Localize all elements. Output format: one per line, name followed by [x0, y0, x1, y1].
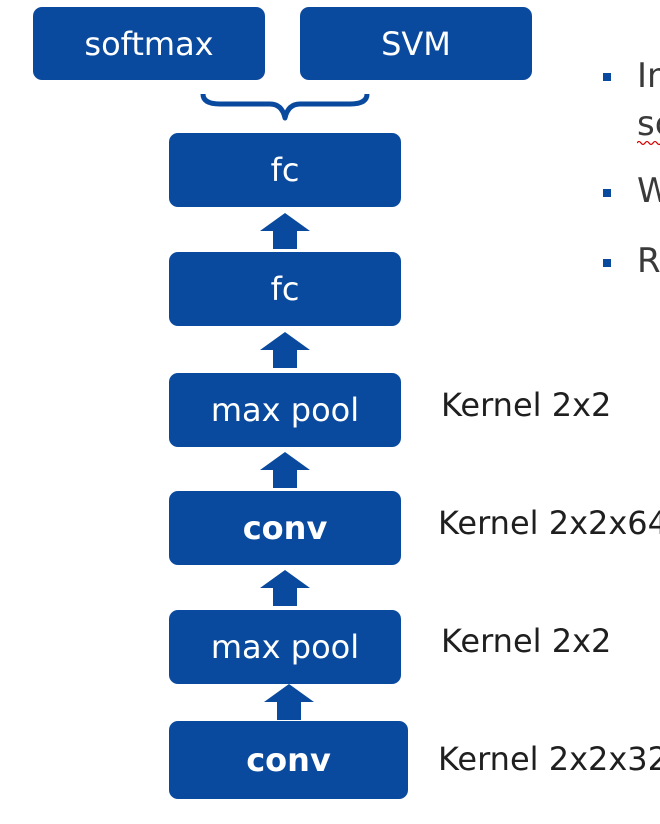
conv-layer-box: conv [169, 721, 408, 799]
kernel-label: Kernel 2x2x32 [438, 740, 660, 778]
softmax-box: softmax [33, 7, 265, 80]
curly-brace-icon [200, 93, 370, 121]
conv-layer-box: conv [169, 491, 401, 565]
spellcheck-underline-icon [637, 140, 660, 146]
layer-label: max pool [210, 391, 360, 429]
svm-label: SVM [381, 24, 451, 63]
kernel-label: Kernel 2x2x64 [438, 504, 660, 542]
layer-label: fc [270, 270, 300, 308]
max-pool-layer-box: max pool [169, 610, 401, 684]
up-arrow-icon [260, 332, 310, 368]
max-pool-layer-box: max pool [169, 373, 401, 447]
up-arrow-icon [264, 684, 314, 720]
layer-label: conv [246, 741, 331, 779]
bullet-text: W [637, 171, 660, 211]
bullet-marker-icon [603, 259, 611, 267]
layer-label: fc [270, 151, 300, 189]
kernel-label: Kernel 2x2 [441, 386, 612, 424]
bullet-text: R [637, 241, 660, 281]
fc-layer-box: fc [169, 252, 401, 326]
bullet-text-continued: sc [637, 104, 660, 144]
svm-box: SVM [300, 7, 532, 80]
softmax-label: softmax [84, 24, 214, 63]
bullet-marker-icon [603, 73, 611, 81]
kernel-label: Kernel 2x2 [441, 622, 612, 660]
up-arrow-icon [260, 570, 310, 606]
fc-layer-box: fc [169, 133, 401, 207]
layer-label: conv [242, 509, 328, 547]
up-arrow-icon [260, 452, 310, 488]
bullet-text: In [637, 56, 660, 96]
bullet-marker-icon [603, 189, 611, 197]
up-arrow-icon [260, 213, 310, 249]
layer-label: max pool [210, 628, 360, 666]
